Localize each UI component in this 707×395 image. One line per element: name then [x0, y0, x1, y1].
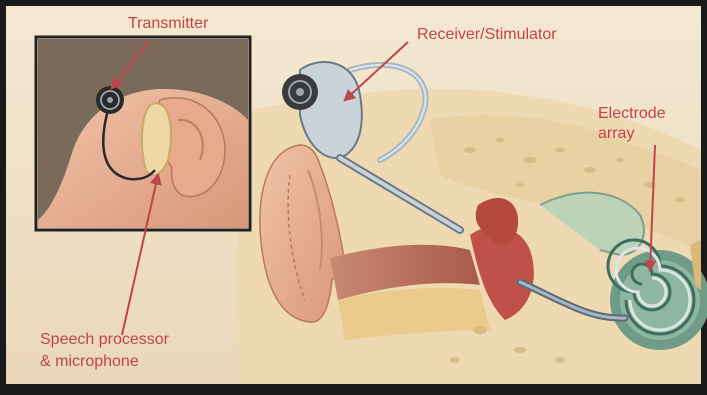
inset-panel — [36, 37, 250, 230]
electrode-label-line1: Electrode — [598, 104, 666, 124]
processor-label-line1: Speech processor — [40, 330, 169, 350]
transmitter-coil — [96, 86, 124, 114]
speech-processor — [142, 103, 171, 175]
electrode-label-line2: array — [598, 124, 634, 144]
receiver-stimulator-label: Receiver/Stimulator — [417, 25, 557, 45]
processor-label-line2: & microphone — [40, 352, 139, 372]
transmitter-label: Transmitter — [128, 14, 208, 34]
